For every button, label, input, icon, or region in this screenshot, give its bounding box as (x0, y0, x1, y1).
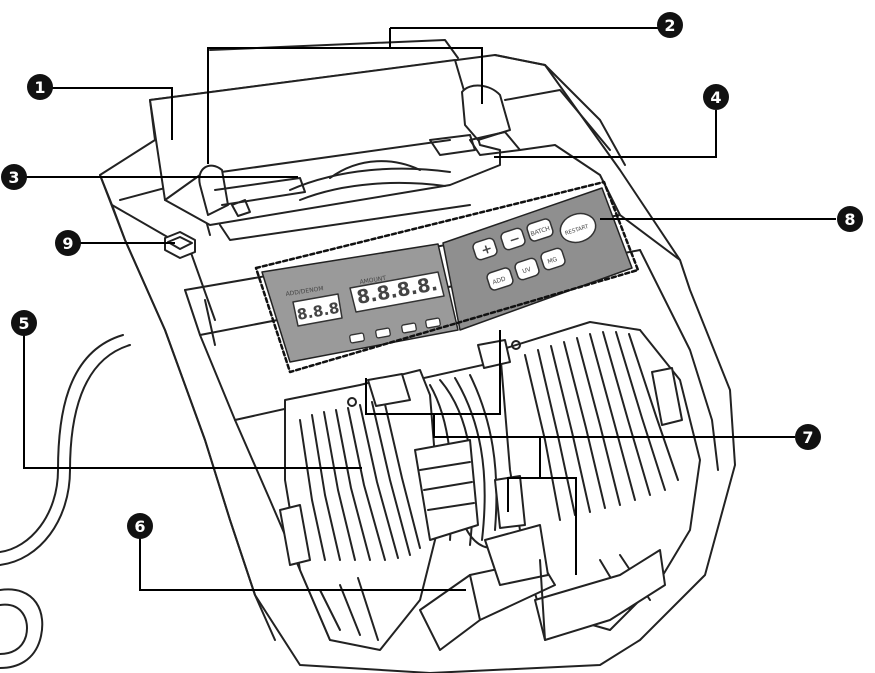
callout-8-label: 8 (844, 210, 855, 229)
button-uv-label: UV (522, 266, 533, 276)
callout-4-label: 4 (710, 88, 721, 107)
led-4 (425, 317, 441, 329)
leader-7c (507, 437, 541, 512)
leader-2 (207, 47, 483, 164)
callout-1-label: 1 (34, 78, 45, 97)
hopper-back (209, 39, 459, 59)
callout-8: 8 (837, 206, 863, 232)
callout-9-label: 9 (62, 234, 73, 253)
button-add-label: ADD (492, 275, 507, 286)
stopper-tab-left (367, 373, 411, 407)
leader-6 (139, 538, 466, 591)
left-grille (284, 369, 441, 651)
display-caption-right: AMOUNT (359, 275, 387, 286)
callout-8-circle (837, 206, 863, 232)
power-switch[interactable] (164, 231, 196, 259)
leader-7d (540, 477, 577, 575)
button-uv[interactable] (514, 257, 540, 281)
leader-4 (494, 110, 717, 158)
callout-5: 5 (11, 310, 37, 336)
led-1 (349, 332, 365, 344)
left-side-panel (99, 174, 276, 641)
button-mg[interactable] (540, 247, 566, 271)
callout-7-label: 7 (802, 428, 813, 447)
callout-3-circle (1, 164, 27, 190)
callout-2-label: 2 (664, 16, 675, 35)
power-cord (0, 344, 131, 566)
callout-6-circle (127, 513, 153, 539)
button-batch[interactable] (526, 218, 554, 243)
callout-6: 6 (127, 513, 153, 539)
button-plus-label: + (479, 241, 494, 259)
power-plug-ring (0, 603, 28, 655)
leader-lines (22, 27, 836, 591)
right-foot (651, 367, 683, 426)
right-grille (499, 321, 701, 631)
callout-1: 1 (27, 74, 53, 100)
screw-left (347, 397, 357, 407)
callout-2-circle (657, 12, 683, 38)
left-foot (279, 504, 311, 566)
feed-slot (289, 167, 451, 191)
leader-7b (433, 414, 795, 438)
leader-1 (42, 87, 173, 140)
lcd-windows (292, 271, 445, 327)
callout-9: 9 (55, 230, 81, 256)
callout-6-label: 6 (134, 517, 145, 536)
callout-7: 7 (795, 424, 821, 450)
callout-4-circle (703, 84, 729, 110)
callout-5-label: 5 (18, 314, 29, 333)
led-2 (375, 327, 391, 339)
led-indicators (349, 317, 441, 344)
button-restart[interactable] (557, 209, 600, 247)
callout-3-label: 3 (8, 168, 19, 187)
callout-3: 3 (1, 164, 27, 190)
power-plug (0, 588, 44, 669)
bill-guide-left (198, 164, 229, 216)
callout-5-circle (11, 310, 37, 336)
leader-5 (23, 335, 362, 469)
callout-4: 4 (703, 84, 729, 110)
button-add[interactable] (486, 267, 514, 292)
callout-badges: 1 2 3 4 5 6 7 8 (1, 12, 863, 539)
power-cord-inner (0, 334, 124, 553)
center-channel (414, 374, 498, 549)
callout-2: 2 (657, 12, 683, 38)
led-3 (401, 322, 417, 334)
callout-9-circle (55, 230, 81, 256)
callout-7-circle (795, 424, 821, 450)
button-minus-label: − (507, 231, 522, 249)
right-housing (494, 54, 626, 166)
lcd-window-large (349, 271, 445, 313)
stopper-tab-right (477, 339, 511, 369)
stopper-tab-lower (494, 475, 526, 529)
lcd-window-small (292, 293, 343, 327)
button-minus[interactable] (500, 227, 526, 251)
callout-1-circle (27, 74, 53, 100)
screw-right (511, 340, 521, 350)
panel-dashed-border (254, 180, 640, 374)
button-plus[interactable] (472, 237, 498, 261)
keypad (472, 209, 600, 292)
button-mg-label: MG (547, 256, 559, 266)
